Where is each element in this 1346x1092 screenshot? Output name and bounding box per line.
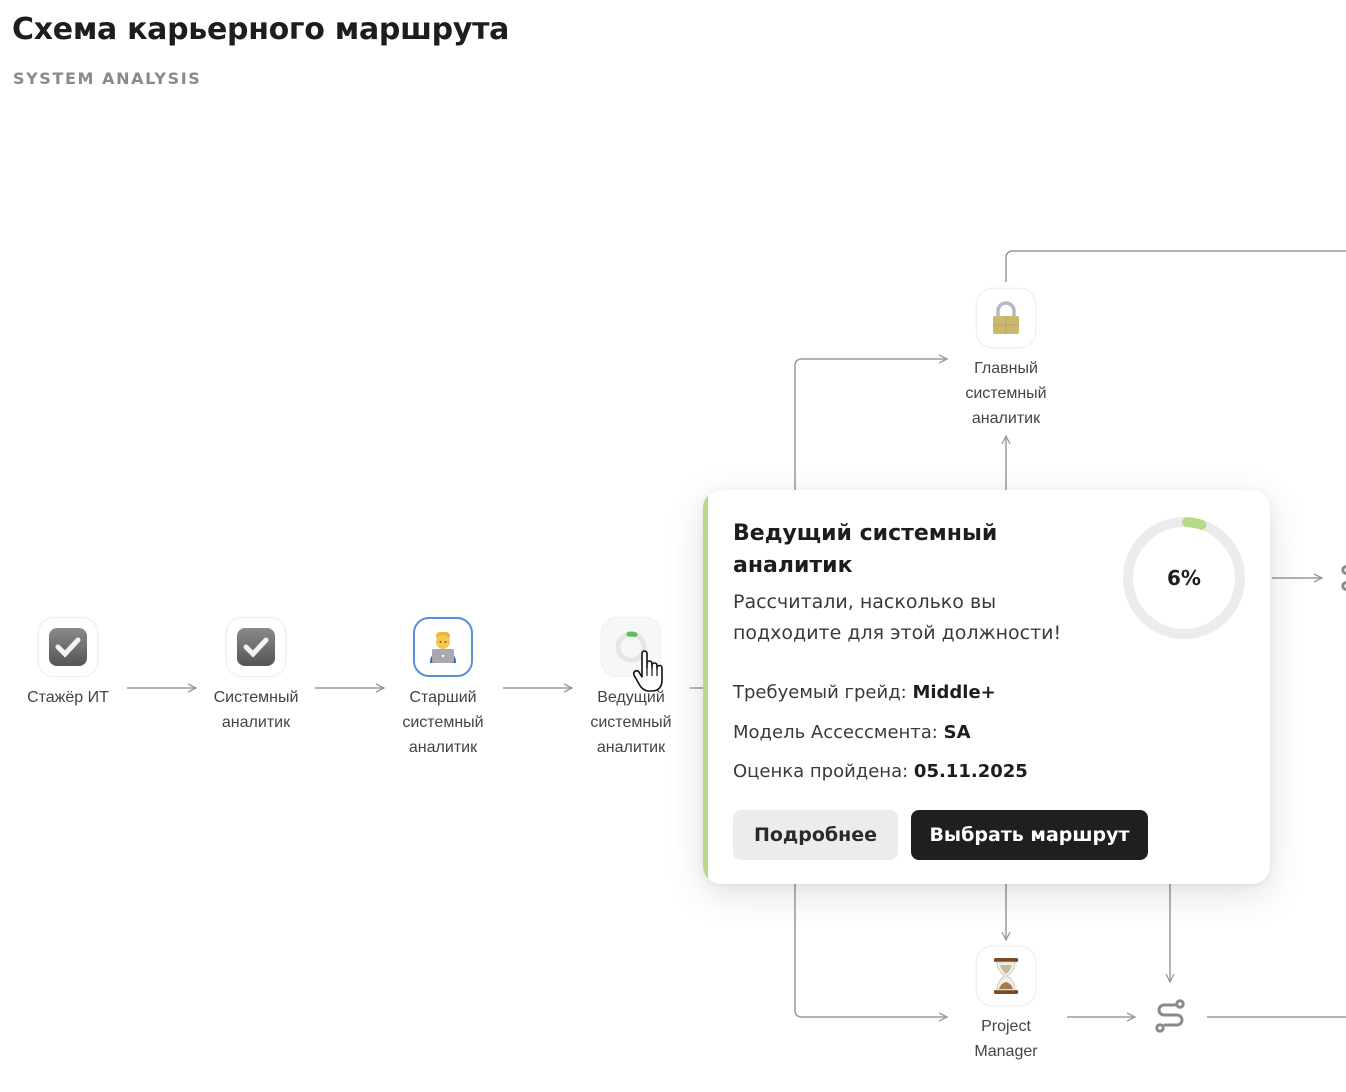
popover-title: Ведущий системный аналитик <box>733 521 998 578</box>
lock-icon <box>993 301 1019 334</box>
node-label: Главный системный аналитик <box>965 360 1047 427</box>
check-icon <box>237 628 275 666</box>
node-system-analyst-box[interactable] <box>226 617 286 677</box>
node-project-manager-box[interactable] <box>976 946 1036 1006</box>
node-senior-system-analyst[interactable]: Старший системный аналитик <box>383 617 503 760</box>
match-percent: 6% <box>1167 566 1201 590</box>
required-grade-row: Требуемый грейд: Middle+ <box>733 682 996 703</box>
page-subtitle: SYSTEM ANALYSIS <box>13 69 202 88</box>
node-system-analyst[interactable]: Системный аналитик <box>196 617 316 735</box>
node-intern-box[interactable] <box>38 617 98 677</box>
node-lead-system-analyst[interactable]: Ведущий системный аналитик <box>571 617 691 760</box>
node-label: Стажёр ИТ <box>27 689 109 706</box>
node-chief-system-analyst-box[interactable] <box>976 288 1036 348</box>
node-intern[interactable]: Стажёр ИТ <box>8 617 128 710</box>
route-icon[interactable] <box>1153 998 1189 1034</box>
popover-accent-bar <box>703 490 708 884</box>
node-label: Ведущий системный аналитик <box>590 689 672 756</box>
assessment-date-row: Оценка пройдена: 05.11.2025 <box>733 761 1028 782</box>
details-button[interactable]: Подробнее <box>733 810 898 860</box>
person-laptop-icon <box>430 632 456 663</box>
hand-cursor-icon <box>632 650 663 692</box>
node-label: Системный аналитик <box>213 689 299 731</box>
node-chief-system-analyst[interactable]: Главный системный аналитик <box>946 288 1066 431</box>
node-label: Старший системный аналитик <box>402 689 484 756</box>
assessment-model-row: Модель Ассессмента: SA <box>733 722 971 743</box>
node-senior-system-analyst-box[interactable] <box>413 617 473 677</box>
popover-description: Рассчитали, насколько вы подходите для э… <box>733 591 1062 644</box>
progress-ring-icon <box>615 631 647 663</box>
match-progress-ring <box>1123 517 1245 639</box>
node-project-manager[interactable]: Project Manager <box>946 946 1066 1064</box>
choose-route-button[interactable]: Выбрать маршрут <box>911 810 1148 860</box>
page-title: Схема карьерного маршрута <box>12 12 510 47</box>
route-icon-partial[interactable] <box>1336 562 1346 596</box>
node-label: Project Manager <box>974 1018 1038 1060</box>
node-lead-system-analyst-box[interactable] <box>601 617 661 677</box>
check-icon <box>49 628 87 666</box>
position-popover: Ведущий системный аналитик Рассчитали, н… <box>703 490 1270 884</box>
hourglass-icon <box>994 958 1018 994</box>
